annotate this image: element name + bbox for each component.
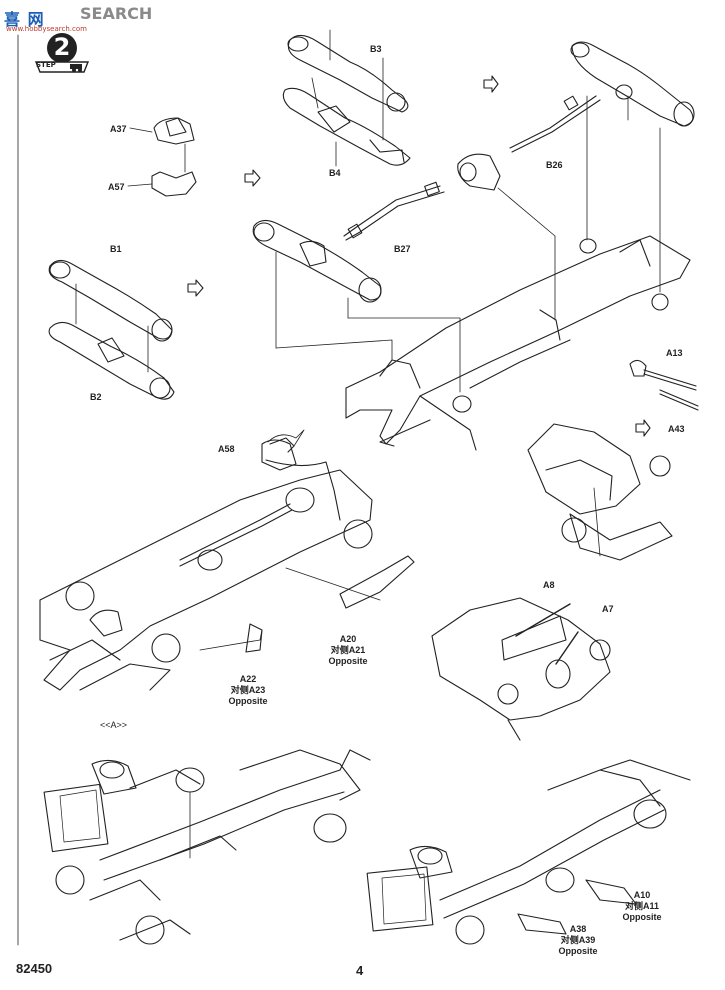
step-badge-icon	[34, 33, 90, 73]
label-a20: A20	[339, 634, 357, 644]
label-a10-opposite: Opposite	[622, 912, 662, 922]
label-a43: A43	[668, 424, 685, 434]
label-a8: A8	[543, 580, 555, 590]
label-a22-opposite-cn: 对侧A23	[230, 685, 266, 695]
label-a37: A37	[110, 124, 127, 134]
label-a7: A7	[602, 604, 614, 614]
watermark-url: www.hobbysearch.com	[6, 25, 87, 33]
part-a37-a57	[127, 117, 197, 197]
label-a58: A58	[218, 444, 235, 454]
label-a38: A38	[569, 924, 587, 934]
watermark-logo-text: 喜 网	[4, 10, 45, 29]
label-b2: B2	[90, 392, 102, 402]
step-number: 2	[53, 33, 71, 61]
label-a38-opposite: Opposite	[558, 946, 598, 956]
step-word: STEP	[36, 61, 56, 69]
label-a10: A10	[633, 890, 651, 900]
label-a22: A22	[239, 674, 257, 684]
label-b3: B3	[370, 44, 382, 54]
direction-arrows	[187, 75, 651, 437]
front-axle-mid	[252, 219, 461, 393]
part-a13-a43	[629, 359, 699, 411]
label-a57: A57	[108, 182, 125, 192]
driveshaft-b27	[343, 181, 445, 241]
label-a10-group: A10 对侧A11 Opposite	[620, 890, 664, 923]
ladder-frame-top	[345, 235, 691, 451]
front-axle-b3-b4	[282, 29, 411, 167]
label-a20-group: A20 对侧A21 Opposite	[326, 634, 370, 667]
chassis-bottom-left	[43, 749, 371, 945]
page-number: 4	[356, 963, 364, 978]
chassis-middle-left	[39, 429, 415, 691]
label-a38-group: A38 对侧A39 Opposite	[556, 924, 600, 957]
label-a13: A13	[666, 348, 683, 358]
label-a10-opposite-cn: 对侧A11	[624, 901, 659, 911]
label-a38-opposite-cn: 对侧A39	[560, 935, 596, 945]
product-code: 82450	[16, 961, 53, 976]
rear-axle-b26	[457, 41, 695, 321]
chassis-middle-right	[431, 597, 611, 741]
label-a20-opposite: Opposite	[328, 656, 368, 666]
label-a22-opposite: Opposite	[228, 696, 268, 706]
label-a22-group: A22 对侧A23 Opposite	[226, 674, 270, 707]
label-b27: B27	[394, 244, 411, 254]
label-b4: B4	[329, 168, 341, 178]
engine-frame-right	[527, 423, 673, 561]
label-b26: B26	[546, 160, 563, 170]
label-a20-opposite-cn: 对侧A21	[330, 645, 366, 655]
label-callout-a: <<A>>	[100, 720, 128, 730]
axle-b1-b2	[48, 259, 175, 400]
chassis-bottom-right	[366, 759, 691, 945]
watermark-search-text: SEARCH	[80, 4, 153, 23]
label-b1: B1	[110, 244, 122, 254]
